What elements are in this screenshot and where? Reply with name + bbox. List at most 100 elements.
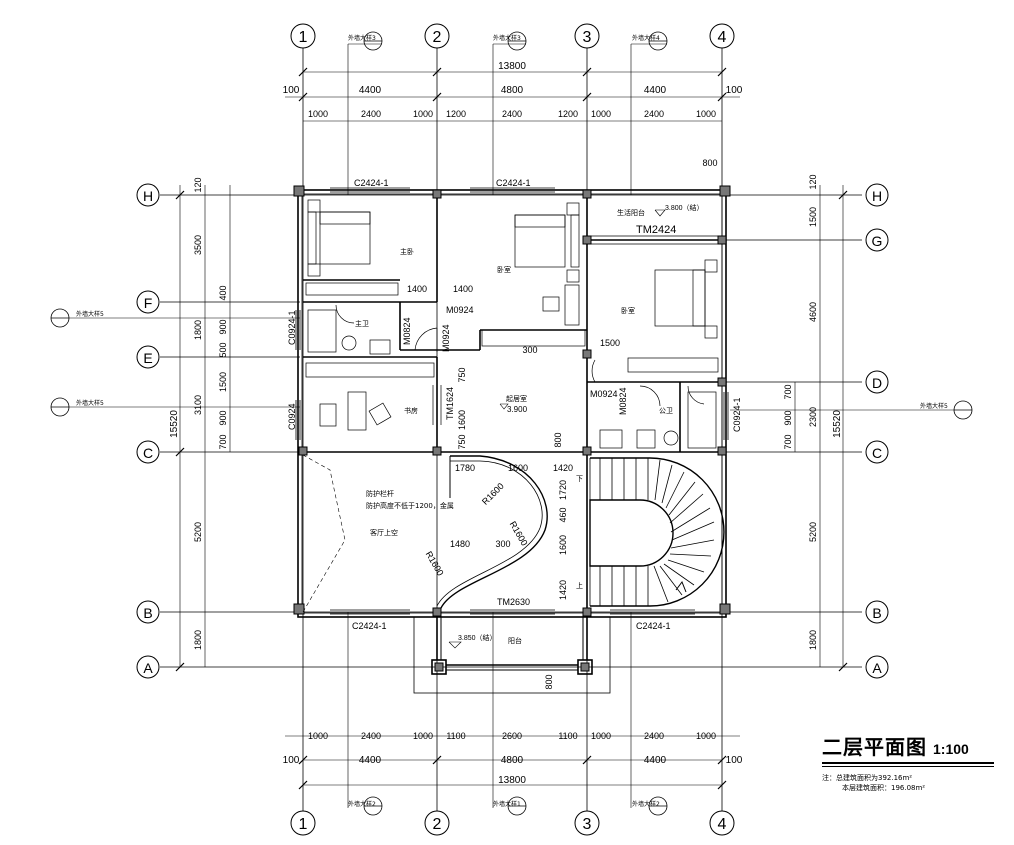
dim-top-sub-4: 1200 — [446, 109, 466, 119]
axis-label-right-c: C — [872, 445, 882, 461]
dim-right-top: 120 — [808, 174, 818, 189]
room-balcony: 阳台 — [508, 636, 522, 645]
axis-label-left-f: F — [144, 295, 153, 311]
axis-label-left-a: A — [143, 660, 153, 676]
detail-ref-labels: 外墙大样3 外墙大样3 外墙大样4 外墙大样2 外墙大样1 外墙大样2 外墙大样… — [76, 34, 948, 808]
windows — [295, 187, 729, 615]
radius-label-3: R1600 — [424, 550, 446, 578]
title-scale: 1:100 — [933, 741, 969, 757]
dim-bottom-sub-3: 1000 — [413, 731, 433, 741]
window-label-1: C2424-1 — [354, 178, 389, 188]
inner-dim-1600: 1600 — [457, 410, 467, 430]
window-label-side-2: C0924 — [287, 403, 297, 430]
detail-ref-right-1: 外墙大样5 — [920, 402, 948, 410]
room-labels: 主卧 卧室 卧室 生活阳台 主卫 书房 起居室 公卫 客厅上空 阳台 防护栏杆 … — [355, 208, 673, 645]
dim-bottom-total: 13800 — [498, 775, 526, 786]
detail-ref-bottom-2: 外墙大样1 — [493, 800, 521, 808]
dimension-text: 13800 100 100 4400 4800 4400 1000 2400 1… — [169, 61, 843, 786]
dim-left-total: 15520 — [169, 410, 180, 438]
inner-dim-300: 300 — [522, 345, 537, 355]
dim-right-major-5: 1800 — [808, 630, 818, 650]
dim-right-major-3: 2300 — [808, 407, 818, 427]
door-label-tm2630: TM2630 — [497, 597, 530, 607]
dim-bottom-sub-5: 2600 — [502, 731, 522, 741]
front-balcony — [413, 616, 611, 694]
dim-right-total: 15520 — [832, 410, 843, 438]
dim-bottom-edge-right: 100 — [726, 755, 743, 766]
railing-note-1: 防护栏杆 — [366, 489, 394, 498]
dim-left-minor-4: 1500 — [218, 372, 228, 392]
dim-right-major-4: 5200 — [808, 522, 818, 542]
axis-label-bottom-4: 4 — [718, 816, 727, 833]
room-family: 起居室 — [506, 394, 527, 403]
window-label-side-3: C0924-1 — [732, 397, 742, 432]
inner-dim-1420: 1420 — [553, 463, 573, 473]
inner-dim-1400-a: 1400 — [407, 284, 427, 294]
elevation-balcony-front: 3.850（结） — [458, 633, 497, 642]
inner-dim-800-b: 800 — [553, 432, 563, 447]
dim-bottom-bay-3: 4400 — [644, 755, 667, 766]
detail-ref-left-1: 外墙大样5 — [76, 310, 104, 318]
dim-right-minor-2: 900 — [783, 410, 793, 425]
dim-top-sub-7: 1000 — [591, 109, 611, 119]
title-underline — [822, 762, 994, 764]
inner-dim-460: 460 — [558, 507, 568, 522]
dim-bottom-edge-left: 100 — [283, 755, 300, 766]
elevation-balcony-top: 3.800（结） — [665, 203, 704, 212]
dim-bottom-sub-1: 1000 — [308, 731, 328, 741]
door-label-m0924-a: M0924 — [446, 305, 474, 315]
detail-ref-top-3: 外墙大样4 — [632, 34, 660, 42]
axis-label-top-2: 2 — [433, 29, 442, 46]
dim-bottom-bay-1: 4400 — [359, 755, 382, 766]
elevation-family: 3.900 — [507, 405, 528, 414]
dim-left-major-3: 3100 — [193, 395, 203, 415]
dimension-lines — [179, 44, 844, 808]
axis-bubbles — [136, 23, 889, 836]
dim-left-major-1: 3500 — [193, 235, 203, 255]
axis-labels: 1 2 3 4 1 2 3 4 H F E C B A H G D C B A — [143, 29, 883, 833]
inner-dim-750-a: 750 — [457, 367, 467, 382]
detail-ref-bottom-1: 外墙大样2 — [348, 800, 376, 808]
door-label-m0924-c: M0924 — [590, 389, 618, 399]
dim-right-major-1: 1500 — [808, 207, 818, 227]
dimension-ticks — [175, 67, 848, 790]
axis-label-top-1: 1 — [299, 29, 308, 46]
dim-top-sub-2: 2400 — [361, 109, 381, 119]
room-bedroom-3: 卧室 — [621, 306, 635, 315]
room-master-bedroom: 主卧 — [400, 247, 414, 256]
dim-top-sub-5: 2400 — [502, 109, 522, 119]
dim-left-minor-2: 900 — [218, 319, 228, 334]
axis-label-left-c: C — [143, 445, 153, 461]
room-living-balcony: 生活阳台 — [617, 208, 645, 217]
axis-label-right-h: H — [872, 188, 882, 204]
note-line-1: 注：总建筑面积为392.16m² — [822, 774, 913, 782]
dim-left-minor-6: 700 — [218, 434, 228, 449]
inner-dim-800-c: 800 — [544, 674, 554, 689]
dim-right-minor-3: 700 — [783, 434, 793, 449]
dim-right-minor-1: 700 — [783, 384, 793, 399]
dim-left-major-4: 5200 — [193, 522, 203, 542]
elevation-marks: 3.900 3.800（结） 3.850（结） — [448, 203, 704, 649]
title-underline-thin — [822, 766, 994, 767]
dim-bottom-sub-2: 2400 — [361, 731, 381, 741]
dim-top-sub-8: 2400 — [644, 109, 664, 119]
void-railing — [302, 454, 548, 613]
dim-top-bay-1: 4400 — [359, 85, 382, 96]
staircase — [589, 457, 725, 607]
room-void: 客厅上空 — [370, 528, 398, 537]
room-bedroom-2: 卧室 — [497, 265, 511, 274]
dim-top-sub-9: 1000 — [696, 109, 716, 119]
dim-bottom-sub-4: 1100 — [446, 731, 465, 741]
detail-ref-bottom-3: 外墙大样2 — [632, 800, 660, 808]
axis-label-right-d: D — [872, 375, 882, 391]
dim-left-minor-1: 400 — [218, 285, 228, 300]
dim-left-minor-5: 900 — [218, 410, 228, 425]
dim-top-edge-right: 100 — [726, 85, 743, 96]
room-study: 书房 — [404, 406, 418, 415]
room-public-bath: 公卫 — [659, 407, 673, 415]
window-label-side-1: C0924-1 — [287, 310, 297, 345]
furniture — [305, 199, 719, 449]
inner-dim-800-a: 800 — [702, 158, 717, 168]
